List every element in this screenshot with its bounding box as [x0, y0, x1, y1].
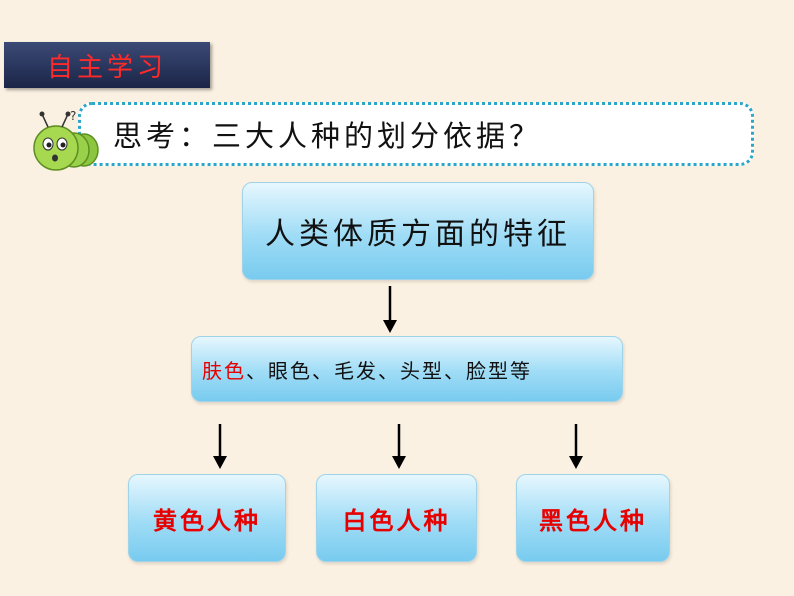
section-tag: 自主学习 — [4, 42, 210, 88]
arrow-down-icon — [392, 424, 406, 469]
arrow-down-icon — [569, 424, 583, 469]
traits-box: 肤色、眼色、毛发、头型、脸型等 — [191, 336, 623, 402]
race-label: 白色人种 — [342, 505, 451, 535]
arrow-down-icon — [213, 424, 227, 469]
traits-text: 肤色、眼色、毛发、头型、脸型等 — [202, 355, 532, 384]
race-label: 黑色人种 — [539, 505, 647, 535]
traits-rest: 、眼色、毛发、头型、脸型等 — [246, 358, 532, 383]
question-text: 思考：三大人种的划分依据？ — [113, 119, 543, 153]
main-feature-text: 人类体质方面的特征 — [265, 217, 571, 252]
race-label: 黄色人种 — [153, 505, 261, 535]
section-tag-label: 自主学习 — [46, 52, 167, 83]
arrow-down-icon — [383, 286, 397, 333]
svg-text:?: ? — [70, 109, 76, 123]
race-box-black: 黑色人种 — [516, 474, 670, 562]
caterpillar-mascot-icon: ? — [33, 109, 99, 171]
race-box-yellow: 黄色人种 — [128, 474, 286, 562]
race-box-white: 白色人种 — [316, 474, 477, 562]
question-box: 思考：三大人种的划分依据？ — [78, 102, 754, 166]
main-feature-box: 人类体质方面的特征 — [242, 182, 594, 280]
traits-highlight: 肤色 — [202, 358, 246, 383]
